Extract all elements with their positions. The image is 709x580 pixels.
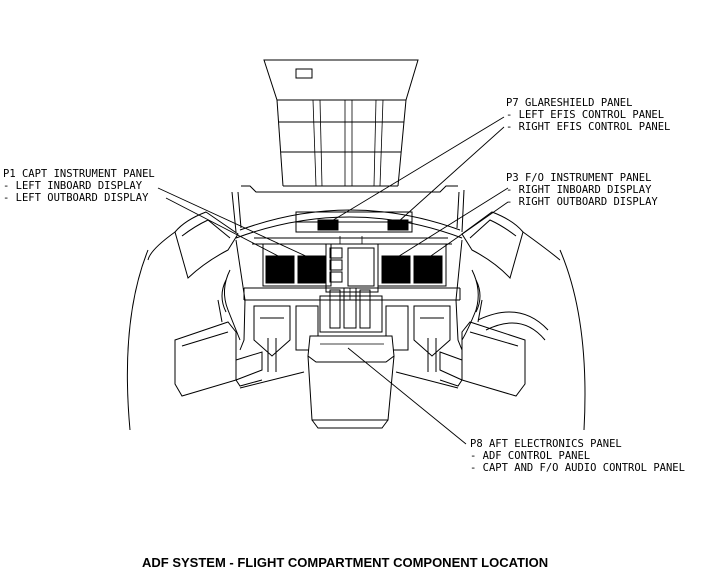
leader-left-inboard-display xyxy=(157,187,311,259)
p1-title: P1 CAPT INSTRUMENT PANEL xyxy=(3,168,155,180)
right-inboard-display xyxy=(381,255,411,284)
p8-item-audio: - CAPT AND F/O AUDIO CONTROL PANEL xyxy=(470,462,685,474)
right-outboard-display xyxy=(413,255,443,284)
p3-item-right-inboard: - RIGHT INBOARD DISPLAY xyxy=(506,184,652,196)
p8-title: P8 AFT ELECTRONICS PANEL xyxy=(470,438,622,450)
left-outboard-display xyxy=(265,255,295,284)
leader-left-outboard-display xyxy=(165,197,283,259)
instrument-panel xyxy=(243,211,461,301)
control-pedestal xyxy=(174,287,526,429)
p3-title: P3 F/O INSTRUMENT PANEL xyxy=(506,172,651,184)
leader-left-efis-control-panel xyxy=(329,116,505,223)
p7-title: P7 GLARESHIELD PANEL xyxy=(506,97,632,109)
callout-p7: P7 GLARESHIELD PANEL - LEFT EFIS CONTROL… xyxy=(506,97,670,133)
figure-caption: ADF SYSTEM - FLIGHT COMPARTMENT COMPONEN… xyxy=(142,555,548,570)
left-inboard-display xyxy=(297,255,327,284)
leader-right-outboard-display xyxy=(427,201,509,259)
cockpit-structure xyxy=(126,185,586,431)
callout-p3: P3 F/O INSTRUMENT PANEL - RIGHT INBOARD … xyxy=(506,172,658,208)
callout-p8: P8 AFT ELECTRONICS PANEL - ADF CONTROL P… xyxy=(470,438,685,474)
p1-item-left-inboard: - LEFT INBOARD DISPLAY xyxy=(3,180,143,192)
p3-item-right-outboard: - RIGHT OUTBOARD DISPLAY xyxy=(506,196,658,208)
p7-item-left-efis: - LEFT EFIS CONTROL PANEL xyxy=(506,109,664,121)
leader-right-efis-control-panel xyxy=(397,126,505,223)
leader-lines xyxy=(157,116,509,445)
leader-p8-aft-electronics-panel xyxy=(347,347,467,445)
callout-p1: P1 CAPT INSTRUMENT PANEL - LEFT INBOARD … xyxy=(3,168,155,204)
leader-right-inboard-display xyxy=(395,187,509,259)
p8-item-adf: - ADF CONTROL PANEL xyxy=(470,450,590,462)
overhead-panel xyxy=(263,59,419,187)
p7-item-right-efis: - RIGHT EFIS CONTROL PANEL xyxy=(506,121,670,133)
p1-item-left-outboard: - LEFT OUTBOARD DISPLAY xyxy=(3,192,149,204)
